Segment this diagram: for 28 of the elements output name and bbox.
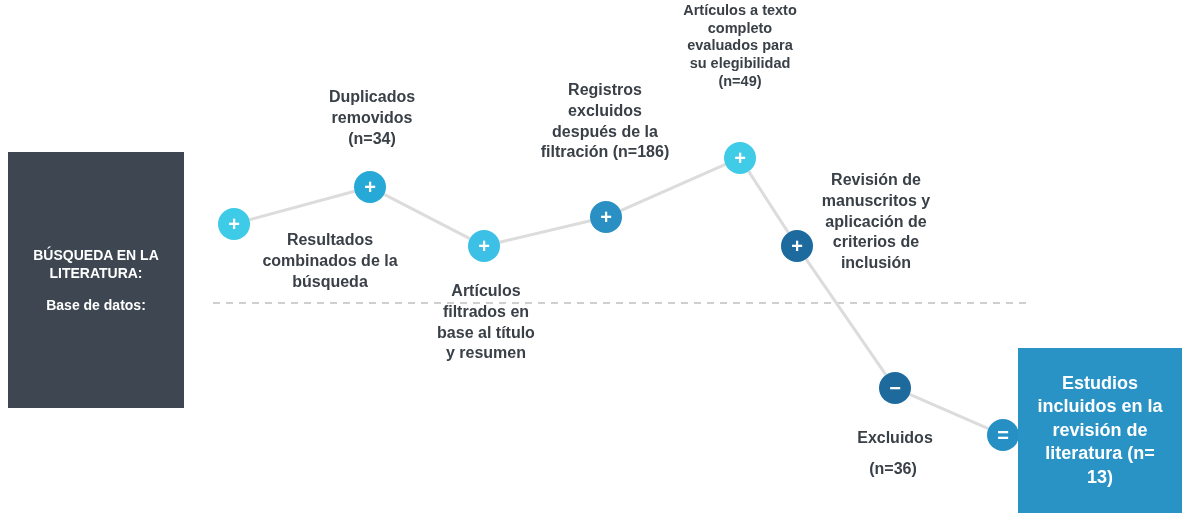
connector-line xyxy=(620,163,726,212)
step-circle: + xyxy=(354,171,386,203)
step-circle: = xyxy=(987,419,1019,451)
step-circle: + xyxy=(468,230,500,262)
connector-line xyxy=(747,170,790,234)
step-label: Resultados combinados de la búsqueda xyxy=(261,230,399,292)
step-label: Duplicados removidos (n=34) xyxy=(327,87,417,149)
step-circle: − xyxy=(879,372,911,404)
step-circle: + xyxy=(781,230,813,262)
step-label: Artículos filtrados en base al título y resumen xyxy=(436,281,536,364)
connector-line xyxy=(499,219,591,244)
connector-line xyxy=(383,193,471,240)
step-label: Registros excluidos después de la filtración (n=186) xyxy=(540,80,670,163)
info-panel xyxy=(1018,348,1182,513)
step-circle: + xyxy=(724,142,756,174)
step-label: Artículos a texto completo evaluados para su elegibilidad (n=49) xyxy=(682,2,798,91)
step-circle: + xyxy=(218,208,250,240)
connector-line xyxy=(804,258,888,376)
step-circle: + xyxy=(590,201,622,233)
panel-text: Base de datos: xyxy=(45,296,147,315)
step-label: (n=36) xyxy=(868,459,918,479)
info-panel xyxy=(8,152,184,408)
step-label: Excluidos xyxy=(856,428,934,448)
panel-text: Estudios incluidos en la revisión de literatura (n= 13) xyxy=(1036,372,1164,489)
panel-text: BÚSQUEDA EN LA LITERATURA: xyxy=(32,245,160,283)
connector-line xyxy=(909,393,989,430)
step-label: Revisión de manuscritos y aplicación de criterios de inclusión xyxy=(820,170,932,274)
connector-line xyxy=(249,189,355,222)
